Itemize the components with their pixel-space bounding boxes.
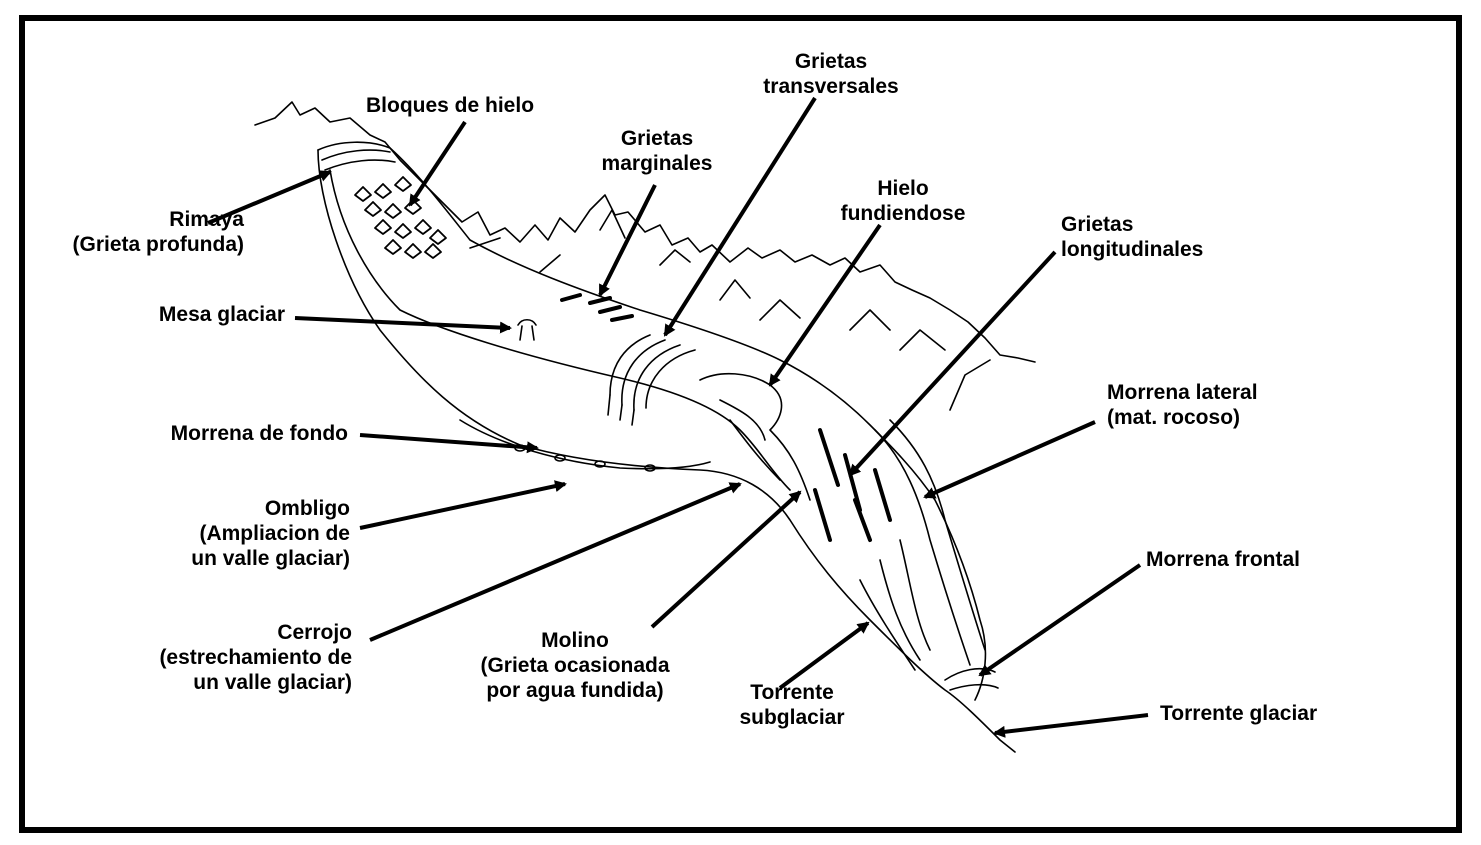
label-grietas-marginales: Grietas marginales bbox=[582, 126, 732, 176]
label-molino-line3: por agua fundida) bbox=[486, 679, 664, 702]
label-grietas-longitudinales: Grietas longitudinales bbox=[1061, 212, 1203, 262]
label-grietas-longitudinales-line1: Grietas bbox=[1061, 213, 1134, 236]
label-bloques-de-hielo: Bloques de hielo bbox=[366, 93, 534, 118]
label-morrena-frontal: Morrena frontal bbox=[1146, 547, 1300, 572]
transverse-crevasses bbox=[609, 334, 651, 396]
label-grietas-transversales-line1: Grietas bbox=[794, 50, 868, 73]
label-grietas-transversales: Grietas transversales bbox=[736, 49, 926, 99]
label-cerrojo: Cerrojo (estrechamiento de un valle glac… bbox=[100, 620, 352, 695]
label-torrente-sub-line1: Torrente bbox=[750, 681, 834, 704]
label-mesa-line1: Mesa glaciar bbox=[158, 303, 285, 326]
arrow-cerrojo bbox=[369, 482, 742, 642]
label-ombligo-line2: (Ampliacion de bbox=[199, 522, 350, 545]
label-hielo-fundiendose: Hielo fundiendose bbox=[828, 176, 978, 226]
label-morrena-de-fondo: Morrena de fondo bbox=[100, 421, 348, 446]
label-hielo-line1: Hielo bbox=[877, 177, 929, 200]
arrow-mesa-glaciar bbox=[294, 316, 512, 334]
ground-moraine bbox=[459, 419, 711, 470]
arrow-ombligo bbox=[359, 480, 567, 530]
arrow-bloques bbox=[408, 120, 467, 207]
glacier-bottom-edge bbox=[317, 149, 1016, 753]
label-grietas-longitudinales-line2: longitudinales bbox=[1061, 238, 1204, 261]
label-cerrojo-line1: Cerrojo bbox=[277, 621, 352, 644]
arrow-morrena-lateral bbox=[923, 420, 1096, 499]
arrow-morrena-frontal bbox=[978, 563, 1142, 677]
longitudinal-crevasses bbox=[818, 428, 840, 487]
label-mesa-glaciar: Mesa glaciar bbox=[100, 302, 285, 327]
arrow-grietas-transversales bbox=[663, 96, 817, 337]
label-ombligo: Ombligo (Ampliacion de un valle glaciar) bbox=[120, 496, 350, 571]
label-morrena-lateral: Morrena lateral (mat. rocoso) bbox=[1107, 380, 1258, 430]
melting-ice bbox=[699, 372, 811, 501]
label-morrena-lateral-line2: (mat. rocoso) bbox=[1107, 406, 1241, 429]
label-ombligo-line1: Ombligo bbox=[264, 497, 350, 520]
label-bloques-line1: Bloques de hielo bbox=[366, 94, 535, 117]
label-torrente-sub-line2: subglaciar bbox=[739, 706, 845, 729]
label-grietas-marginales-line1: Grietas bbox=[620, 127, 694, 150]
label-rimaya-line2: (Grieta profunda) bbox=[72, 233, 245, 256]
arrow-grietas-marginales bbox=[598, 184, 657, 297]
mesa-glaciar-shape bbox=[517, 318, 537, 341]
label-torrente-glaciar-line1: Torrente glaciar bbox=[1160, 702, 1318, 725]
label-ombligo-line3: un valle glaciar) bbox=[191, 547, 350, 570]
label-rimaya-line1: Rimaya bbox=[169, 208, 244, 231]
label-molino-line1: Molino bbox=[541, 629, 609, 652]
label-torrente-glaciar: Torrente glaciar bbox=[1160, 701, 1317, 726]
label-cerrojo-line2: (estrechamiento de bbox=[159, 646, 352, 669]
arrow-molino bbox=[650, 490, 802, 629]
arrow-torrente-subglaciar bbox=[778, 621, 870, 690]
glacier-top-edge bbox=[317, 141, 987, 701]
label-morrena-fondo-line1: Morrena de fondo bbox=[170, 422, 348, 445]
label-molino-line2: (Grieta ocasionada bbox=[480, 654, 670, 677]
label-morrena-frontal-line1: Morrena frontal bbox=[1146, 548, 1301, 571]
arrow-morrena-fondo bbox=[359, 433, 539, 454]
lateral-moraine-band bbox=[889, 419, 986, 651]
arrow-hielo-fundiendose bbox=[768, 223, 882, 387]
marginal-crevasses bbox=[560, 293, 582, 302]
ice-blocks bbox=[354, 176, 447, 259]
arrow-torrente-glaciar bbox=[993, 713, 1149, 738]
arrow-rimaya bbox=[207, 170, 332, 225]
diagram-frame bbox=[19, 15, 1462, 833]
label-morrena-lateral-line1: Morrena lateral bbox=[1107, 381, 1258, 404]
label-molino: Molino (Grieta ocasionada por agua fundi… bbox=[455, 628, 695, 703]
label-hielo-line2: fundiendose bbox=[840, 202, 966, 225]
label-torrente-subglaciar: Torrente subglaciar bbox=[722, 680, 862, 730]
arrow-grietas-longitudinales bbox=[848, 250, 1057, 477]
label-rimaya: Rimaya (Grieta profunda) bbox=[38, 207, 245, 257]
label-grietas-transversales-line2: transversales bbox=[763, 75, 899, 98]
label-cerrojo-line3: un valle glaciar) bbox=[193, 671, 352, 694]
rimaya-crack bbox=[321, 149, 391, 161]
label-grietas-marginales-line2: marginales bbox=[601, 152, 713, 175]
